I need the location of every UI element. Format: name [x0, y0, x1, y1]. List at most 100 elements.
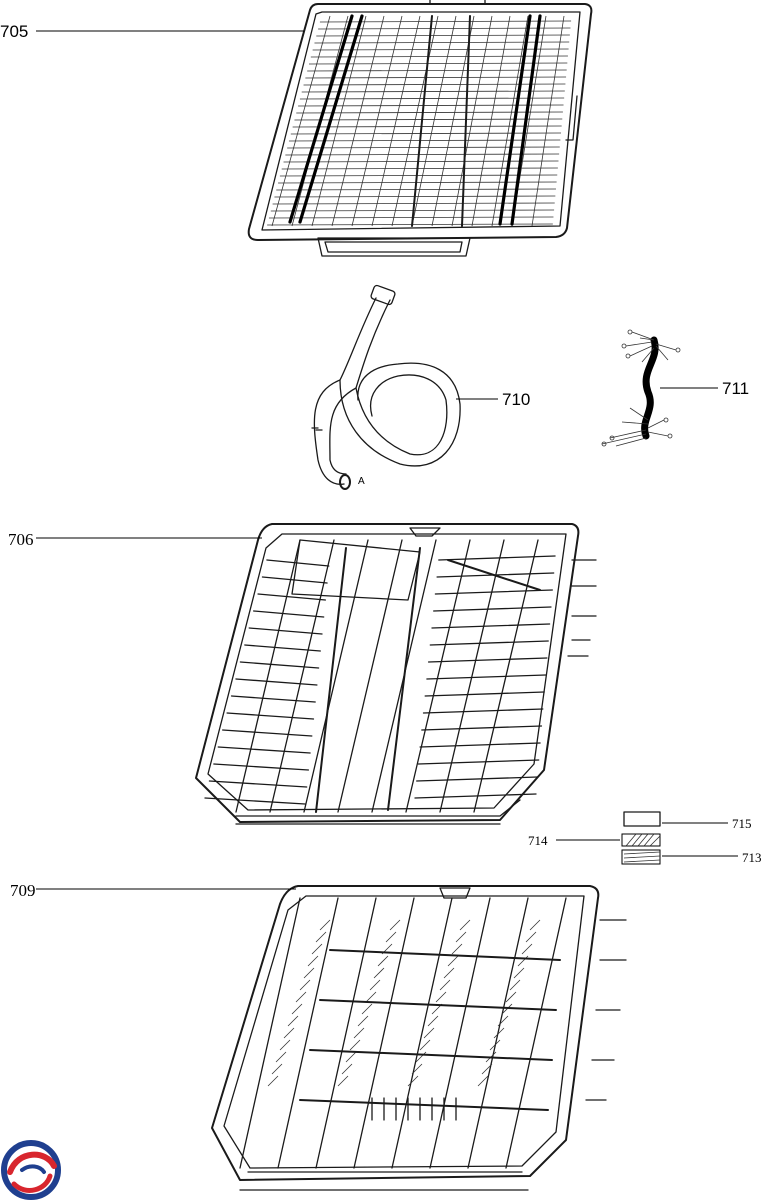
label-706: 706: [8, 530, 34, 549]
wire-segment: [477, 1075, 489, 1087]
wire-segment: [281, 167, 558, 170]
wire-segment: [414, 793, 537, 799]
wire-segment: [270, 209, 555, 212]
wire-segment: [451, 943, 463, 955]
wire-segment: [427, 1015, 439, 1027]
wire-segment: [316, 34, 570, 37]
wire-segment: [318, 27, 571, 30]
wire-segment: [501, 1003, 513, 1015]
wire-segment: [283, 160, 559, 163]
wire-segment: [341, 1063, 353, 1075]
wire-segment: [311, 943, 323, 955]
wire-segment: [290, 132, 562, 135]
wire-segment: [489, 1039, 501, 1051]
wire-segment: [319, 919, 331, 931]
wire-segment: [257, 593, 327, 601]
wire-segment: [431, 623, 551, 629]
wire-segment: [513, 967, 525, 979]
wire-segment: [235, 678, 318, 686]
wire-segment: [337, 539, 403, 813]
wire-harness-drawing: [601, 329, 681, 447]
wire-segment: [351, 15, 403, 227]
wire-segment: [447, 955, 459, 967]
wire-segment: [283, 1027, 295, 1039]
wire-segment: [275, 1051, 287, 1063]
wire-segment: [411, 15, 457, 227]
wire-segment: [267, 223, 553, 226]
wire-segment: [278, 181, 557, 184]
brand-logo-icon: [1, 1140, 61, 1200]
wire-segment: [311, 15, 367, 227]
wire-segment: [509, 979, 521, 991]
wire-segment: [389, 919, 401, 931]
wire-segment: [416, 776, 539, 782]
wire-segment: [331, 15, 385, 227]
cutlery-tray-drawing: [247, 0, 593, 257]
wire-segment: [303, 967, 315, 979]
wire-segment: [443, 967, 455, 979]
label-705: 705: [0, 22, 28, 41]
wire-segment: [267, 1075, 279, 1087]
wire-segment: [296, 111, 563, 114]
wire-segment: [353, 897, 415, 1169]
label-714: 714: [528, 833, 548, 848]
wire-segment: [239, 661, 320, 669]
wire-segment: [294, 118, 563, 121]
wire-segment: [439, 539, 505, 813]
wire-segment: [271, 15, 331, 227]
wire-segment: [371, 15, 421, 227]
wire-segment: [407, 1075, 419, 1087]
wire-segment: [451, 15, 493, 227]
wire-segment: [299, 97, 565, 100]
wire-segment: [419, 1039, 431, 1051]
wire-segment: [521, 943, 533, 955]
wire-segment: [353, 1027, 365, 1039]
wire-segment: [481, 1063, 493, 1075]
label-710: 710: [502, 390, 530, 409]
wire-segment: [365, 991, 377, 1003]
wire-segment: [433, 606, 552, 612]
wire-segment: [377, 955, 389, 967]
wire-segment: [268, 216, 554, 219]
wire-segment: [248, 627, 323, 635]
wire-segment: [226, 712, 315, 720]
wire-segment: [525, 931, 537, 943]
wire-segment: [415, 1051, 427, 1063]
wire-segment: [419, 742, 541, 748]
label-711: 711: [722, 379, 749, 398]
wire-segment: [357, 1015, 369, 1027]
wire-segment: [373, 967, 385, 979]
wire-segment: [455, 931, 467, 943]
wire-segment: [299, 979, 311, 991]
wire-segment: [422, 708, 544, 714]
wire-segment: [204, 797, 306, 805]
wire-segment: [411, 1063, 423, 1075]
wire-segment: [319, 20, 572, 23]
wire-segment: [271, 1063, 283, 1075]
wire-segment: [471, 15, 511, 227]
wire-segment: [435, 991, 447, 1003]
wire-segment: [277, 897, 339, 1169]
wire-segment: [266, 559, 330, 567]
wire-segment: [426, 674, 547, 680]
wire-segment: [467, 897, 529, 1169]
wire-segment: [405, 539, 471, 813]
wire-segment: [279, 174, 558, 177]
wire-segment: [279, 1039, 291, 1051]
wire-segment: [213, 763, 310, 771]
wire-segment: [307, 955, 319, 967]
wire-segment: [361, 1003, 373, 1015]
wire-segment: [529, 919, 541, 931]
wire-segment: [315, 897, 377, 1169]
wire-segment: [385, 931, 397, 943]
wire-segment: [424, 691, 545, 697]
wire-segment: [252, 610, 325, 618]
lower-basket-drawing: [211, 885, 627, 1191]
wire-segment: [208, 780, 308, 788]
label-715: 715: [732, 816, 752, 831]
wire-segment: [230, 695, 316, 703]
wire-segment: [391, 897, 453, 1169]
wire-segment: [287, 146, 560, 149]
wire-segment: [288, 139, 561, 142]
wire-segment: [391, 15, 439, 227]
